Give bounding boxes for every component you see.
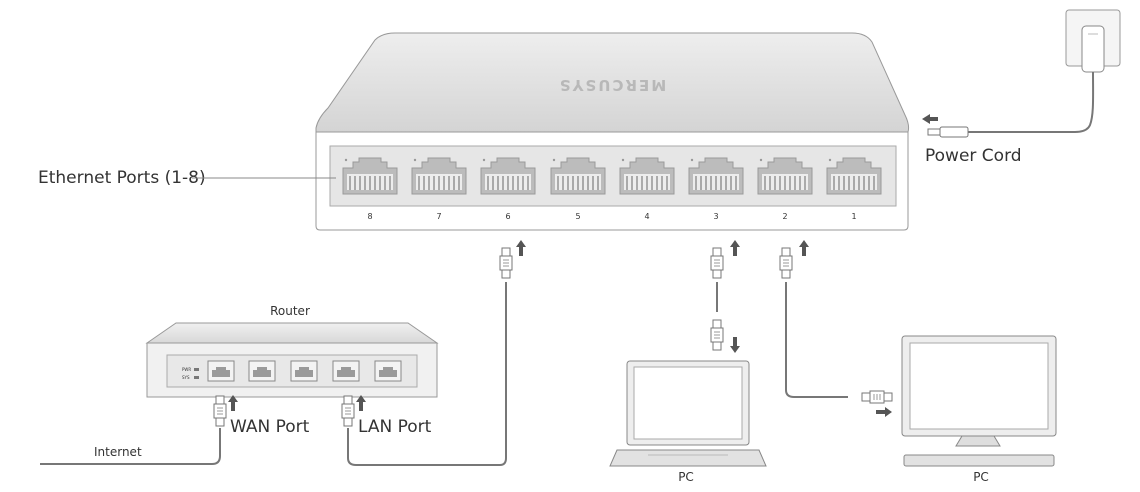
- port-led-dots: [344, 158, 832, 162]
- desktop-monitor-icon: [901, 335, 1057, 467]
- internet-label: Internet: [94, 445, 142, 459]
- port-number-5: 5: [575, 212, 580, 221]
- wan-cable: [40, 395, 238, 465]
- power-adapter-icon: [922, 71, 1095, 138]
- laptop-icon: [609, 360, 767, 467]
- router-device: PWR SYS: [145, 322, 439, 398]
- port-number-3: 3: [713, 212, 718, 221]
- port-number-7: 7: [436, 212, 441, 221]
- port-number-6: 6: [505, 212, 510, 221]
- laptop-cable: [710, 240, 740, 353]
- switch-brand-logo: MERCUSYS: [558, 76, 666, 94]
- wan-port-label: WAN Port: [230, 417, 310, 437]
- laptop-pc-label: PC: [678, 470, 694, 484]
- router-lan-port-2[interactable]: [290, 360, 318, 382]
- switch-top-surface: [315, 32, 910, 133]
- router-lan-port-4[interactable]: [374, 360, 402, 382]
- svg-text:SYS: SYS: [182, 375, 190, 380]
- port-number-1: 1: [851, 212, 856, 221]
- port-number-2: 2: [782, 212, 787, 221]
- svg-text:PWR: PWR: [182, 367, 191, 372]
- desktop-cable: [779, 240, 893, 417]
- power-cord-label: Power Cord: [925, 146, 1022, 166]
- desktop-pc-label: PC: [973, 470, 989, 484]
- router-wan-port[interactable]: [207, 360, 235, 382]
- router-lan-port-1[interactable]: [248, 360, 276, 382]
- port-number-4: 4: [644, 212, 649, 221]
- router-lan-port-3[interactable]: [332, 360, 360, 382]
- wall-outlet: [1065, 9, 1121, 73]
- ethernet-ports-label: Ethernet Ports (1-8): [38, 168, 206, 188]
- lan-port-label: LAN Port: [358, 417, 432, 437]
- plug-port-6: [499, 240, 526, 279]
- port-number-8: 8: [367, 212, 372, 221]
- router-indicators: PWR SYS: [182, 367, 199, 380]
- router-label: Router: [270, 304, 310, 318]
- switch-device: MERCUSYS 8 7 6 5 4 3 2 1: [315, 32, 910, 231]
- lan-cable: [341, 282, 507, 466]
